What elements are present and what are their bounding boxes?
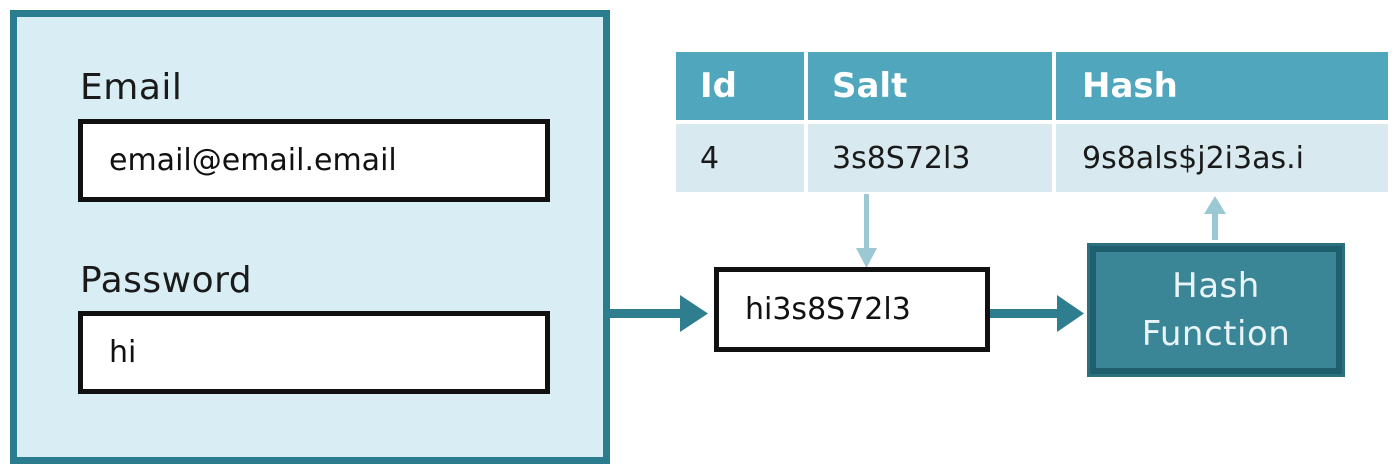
email-label: Email <box>80 67 183 108</box>
table-header-hash: Hash <box>1056 52 1388 120</box>
hash-function-line1: Hash <box>1172 266 1260 306</box>
table-cell-id: 4 <box>676 124 804 192</box>
arrow-form-to-salted <box>603 295 708 332</box>
salted-password-box: hi3s8S72l3 <box>714 267 990 352</box>
password-field[interactable]: hi <box>78 311 550 394</box>
password-label: Password <box>80 260 253 301</box>
table-cell-hash: 9s8als$j2i3as.i <box>1056 124 1388 192</box>
table-header-id: Id <box>676 52 804 120</box>
email-field[interactable]: email@email.email <box>78 119 550 202</box>
arrow-salt-down <box>856 194 877 268</box>
login-form-panel: Email email@email.email Password hi <box>10 10 610 464</box>
hash-function-box: Hash Function <box>1087 243 1345 377</box>
arrow-salted-to-hash <box>990 295 1084 332</box>
table-cell-salt: 3s8S72l3 <box>808 124 1052 192</box>
hash-function-line2: Function <box>1141 314 1291 354</box>
table-header-salt: Salt <box>808 52 1052 120</box>
arrow-hash-up <box>1204 196 1226 240</box>
